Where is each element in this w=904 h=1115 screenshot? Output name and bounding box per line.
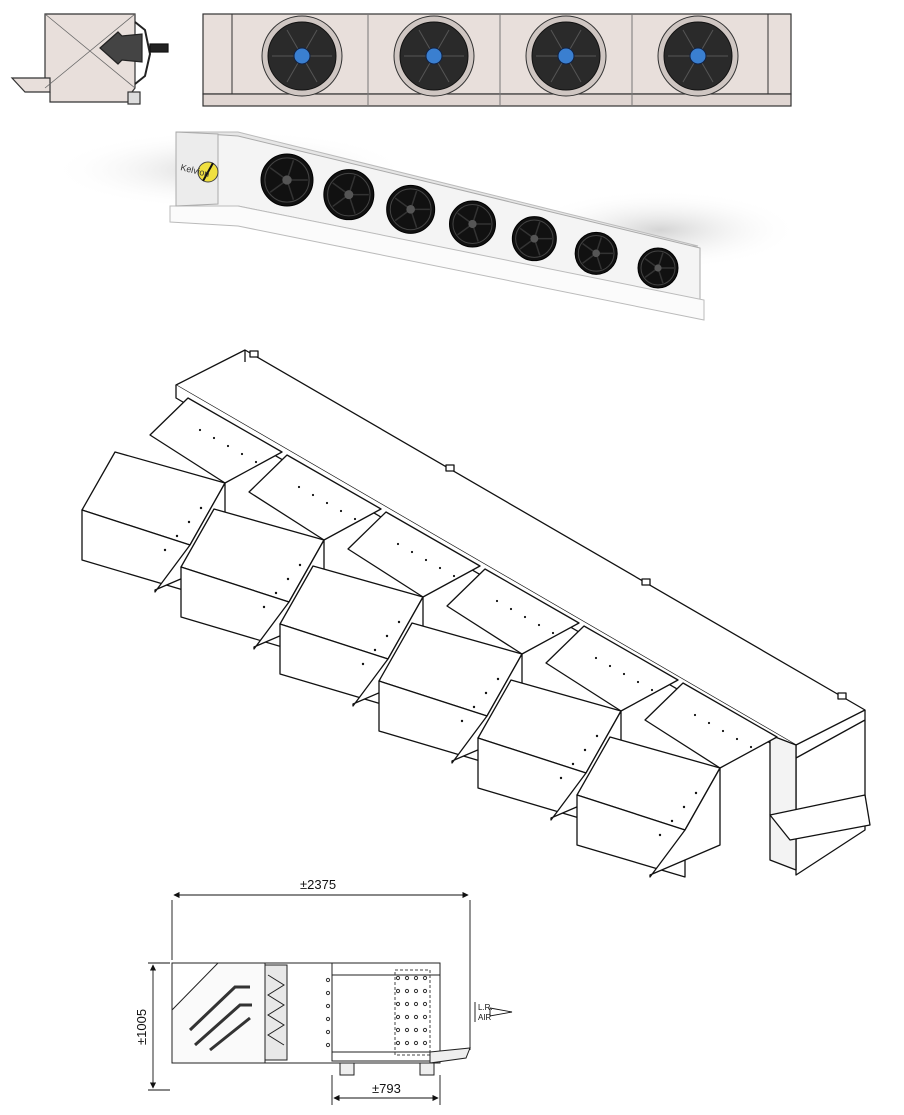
fan-icon (393, 15, 475, 97)
fan-icon (323, 169, 375, 221)
fan-icon (511, 216, 557, 262)
dimension-lines (148, 891, 513, 1105)
airflow-label-bottom: AIR (478, 1013, 492, 1022)
fan-icon (574, 231, 618, 275)
section-drawing (171, 962, 471, 1076)
mounting-bracket (641, 578, 651, 586)
height-dimension-label: ±1005 (134, 1009, 149, 1045)
length-dimension-label: ±2375 (300, 877, 336, 892)
fan-icon (449, 200, 496, 248)
air-throw-hood (576, 682, 778, 878)
front-view-drawing (202, 13, 792, 107)
fan-icon (657, 15, 739, 97)
air-throw-hood (378, 568, 580, 764)
fan-icon (260, 153, 314, 207)
mounting-bracket (249, 350, 259, 358)
fan-icon (261, 15, 343, 97)
isometric-drawing (81, 349, 871, 878)
fan-icon (637, 247, 679, 289)
mounting-bracket (445, 464, 455, 472)
depth-dimension-label: ±793 (372, 1081, 401, 1096)
mounting-bracket (837, 692, 847, 700)
fan-icon (525, 15, 607, 97)
fan-icon (386, 184, 436, 234)
airflow-label-top: L.R. (478, 1003, 493, 1012)
air-throw-hood (180, 454, 382, 650)
product-render: Kelvion (50, 130, 800, 321)
side-view-drawing (10, 13, 169, 105)
